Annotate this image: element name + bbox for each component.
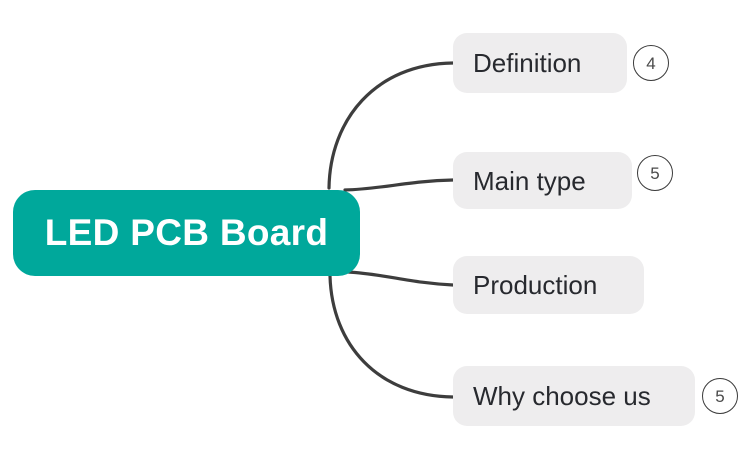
- branch-badge-count: 5: [715, 386, 725, 406]
- branch-node-label: Main type: [473, 165, 586, 196]
- connector-why-choose-us: [328, 274, 455, 399]
- branch-node-main-type[interactable]: Main type: [453, 152, 632, 209]
- branch-node-why-choose-us[interactable]: Why choose us: [453, 366, 695, 426]
- branch-node-label: Why choose us: [473, 381, 651, 411]
- branch-badge-count: 5: [650, 163, 660, 183]
- connector-definition: [327, 61, 455, 190]
- branch-node-label: Definition: [473, 48, 582, 78]
- branch-badge-why-choose-us[interactable]: 5: [702, 378, 738, 414]
- root-node-label: LED PCB Board: [44, 212, 329, 253]
- branch-badge-count: 4: [646, 53, 656, 73]
- connector-production: [346, 270, 455, 287]
- branch-node-definition[interactable]: Definition: [453, 33, 627, 93]
- branch-badge-main-type[interactable]: 5: [637, 155, 673, 191]
- branch-node-label: Production: [473, 270, 598, 300]
- connector-main-type: [343, 178, 455, 192]
- branch-badge-definition[interactable]: 4: [633, 45, 669, 81]
- root-node-led-pcb-board[interactable]: LED PCB Board: [13, 190, 360, 276]
- branch-node-production[interactable]: Production: [453, 256, 644, 314]
